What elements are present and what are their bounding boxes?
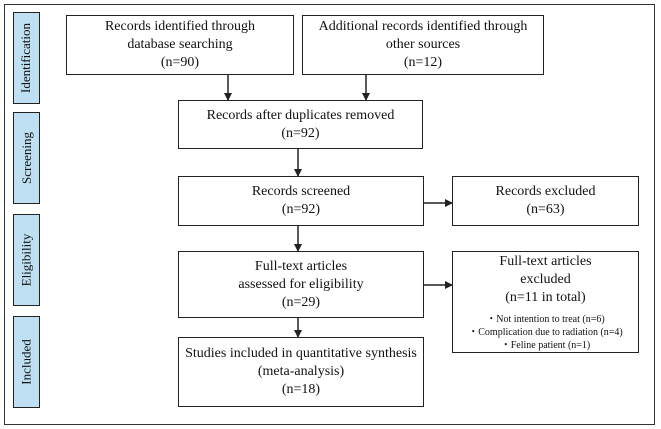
other-line2: other sources <box>385 37 461 52</box>
fulltext-line1: Full-text articles <box>254 258 348 274</box>
duplicates-line1: Records after duplicates removed <box>206 107 395 123</box>
other-count: (n=12) <box>403 55 443 70</box>
screened-count: (n=92) <box>281 202 321 217</box>
duplicates-count: (n=92) <box>281 125 320 141</box>
exclusion-reason: ・Not intention to treat (n=6) <box>486 313 605 325</box>
database-line2: database searching <box>127 37 233 52</box>
stage-screening: Screening <box>13 112 40 204</box>
database-line1: Records identified through <box>104 19 256 34</box>
stage-included: Included <box>13 316 40 408</box>
excluded-line1: Records excluded <box>495 184 596 199</box>
exclusion-reason: ・Complication due to radiation (n=4) <box>468 326 623 338</box>
box-records-excluded: Records excluded (n=63) <box>452 176 639 226</box>
fulltext-excluded-line1: Full-text articles <box>499 253 592 269</box>
exclusion-reason: ・Feline patient (n=1) <box>500 339 591 351</box>
other-line1: Additional records identified through <box>318 19 528 34</box>
fulltext-excluded-line2: excluded <box>520 271 571 287</box>
screened-line1: Records screened <box>251 184 351 199</box>
stage-eligibility: Eligibility <box>13 214 40 306</box>
included-count: (n=18) <box>281 382 321 397</box>
fulltext-count: (n=29) <box>281 294 321 310</box>
included-line1: Studies included in quantitative synthes… <box>185 346 417 361</box>
stage-identification: Identification <box>13 12 40 104</box>
excluded-count: (n=63) <box>526 202 565 217</box>
box-studies-included: Studies included in quantitative synthes… <box>178 337 424 407</box>
fulltext-line2: assessed for eligibility <box>238 276 364 292</box>
box-database-records: Records identified through database sear… <box>66 15 294 75</box>
box-fulltext-excluded: Full-text articles excluded (n=11 in tot… <box>452 251 639 353</box>
box-fulltext-assessed: Full-text articles assessed for eligibil… <box>178 251 424 318</box>
fulltext-excluded-count: (n=11 in total) <box>505 289 586 305</box>
box-other-records: Additional records identified through ot… <box>302 15 544 75</box>
database-count: (n=90) <box>160 55 200 70</box>
box-duplicates-removed: Records after duplicates removed (n=92) <box>178 100 423 149</box>
box-records-screened: Records screened (n=92) <box>178 176 424 226</box>
included-line2: (meta-analysis) <box>257 364 345 379</box>
